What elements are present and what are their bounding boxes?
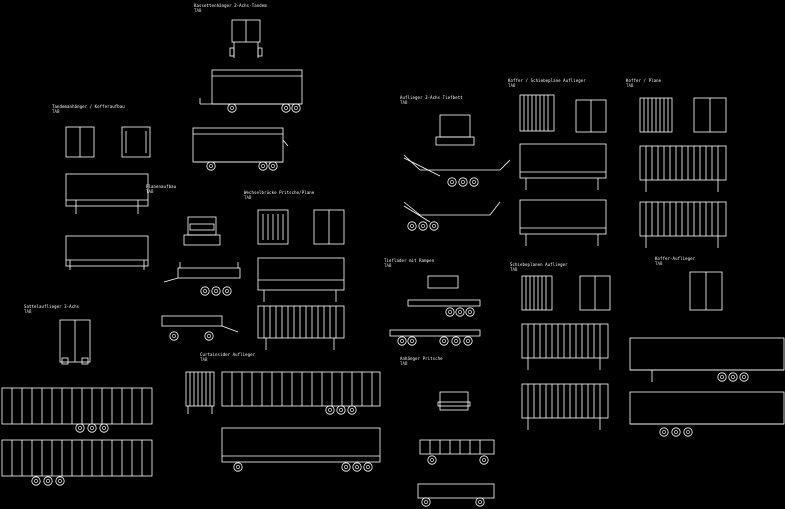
rear-view-far-right-1 (639, 97, 673, 133)
rear-view-right-middle-1 (521, 275, 553, 311)
slatted-semitrailer-far-right-2 (639, 201, 727, 248)
box-semitrailer-far-right-2 (629, 391, 785, 437)
box-trailer-side-middle (192, 127, 289, 171)
slatted-semitrailer-left-lower-1 (1, 387, 153, 433)
lowloader-side-1 (407, 299, 481, 317)
curtainsider-side-bottom-1 (221, 371, 381, 415)
rear-view-right-top-1 (519, 94, 555, 132)
curtain-body-middle-1 (257, 257, 345, 302)
slatted-semitrailer-right-middle-2 (521, 383, 609, 430)
rear-view-left-lower (59, 319, 91, 365)
curtain-semitrailer-right-1 (519, 143, 607, 190)
lowloader-front-view (427, 275, 459, 289)
tractor-front-view-small (183, 216, 221, 246)
rear-view-far-right-2 (693, 97, 727, 133)
trailer-front-view-bottom (437, 391, 471, 411)
flatbed-trailer-side-small-1 (163, 262, 241, 296)
slatted-semitrailer-far-right-1 (639, 145, 727, 192)
lowbed-semitrailer-side-2 (403, 201, 501, 231)
slatted-semitrailer-right-middle-1 (521, 323, 609, 370)
lowbed-semitrailer-side-1 (403, 154, 511, 187)
box-trailer-side-top (199, 69, 303, 113)
rear-view-middle-1 (257, 209, 289, 245)
box-semitrailer-far-right-1 (629, 337, 785, 382)
small-trailer-front-rear-left (65, 126, 151, 158)
lowloader-side-2 (389, 329, 481, 346)
rear-view-middle-2 (313, 209, 345, 245)
curtain-semitrailer-right-2 (519, 199, 607, 246)
stake-trailer-bottom-1 (419, 439, 495, 465)
flatbed-trailer-side-small-2 (161, 315, 239, 341)
rear-view-far-right-middle (689, 271, 723, 311)
curtainsider-side-bottom-2 (221, 427, 381, 472)
rear-view-right-top-2 (575, 99, 607, 133)
stake-trailer-side-left-2 (65, 235, 149, 270)
trailer-front-view-top (229, 19, 263, 58)
tractor-rear-view-center (435, 114, 475, 146)
rear-view-bottom-center-left (185, 371, 215, 414)
stake-trailer-side-left-1 (65, 173, 149, 214)
rear-view-right-middle-2 (579, 275, 611, 311)
slatted-semitrailer-left-lower-2 (1, 439, 153, 486)
stake-trailer-bottom-2 (417, 483, 495, 507)
slatted-body-middle-2 (257, 305, 345, 350)
